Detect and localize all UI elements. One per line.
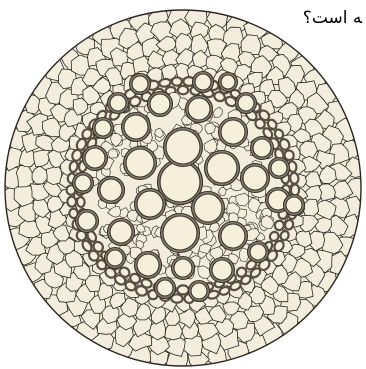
xylem-vessel-lumen (253, 139, 271, 157)
xylem-vessel-lumen (174, 259, 192, 277)
endodermis-cell (177, 285, 189, 294)
xylem-vessel-lumen (271, 160, 287, 176)
xylem-vessel-lumen (221, 224, 245, 248)
endodermis-cell (178, 86, 188, 94)
xylem-vessel-lumen (238, 95, 254, 111)
xylem-vessel-lumen (78, 212, 96, 230)
xylem-vessel-lumen (137, 191, 163, 217)
xylem-vessel-lumen (95, 120, 111, 136)
xylem-vessel-lumen (126, 149, 154, 177)
xylem-vessel-lumen (150, 94, 170, 114)
xylem-vessel-lumen (250, 244, 266, 260)
endodermis-cell (76, 197, 85, 208)
xylem-vessel-lumen (75, 175, 91, 191)
xylem-vessel-lumen (85, 148, 105, 168)
xylem-vessel-lumen (100, 179, 122, 201)
endodermis-cell (67, 196, 77, 207)
xylem-vessel-lumen (132, 76, 148, 92)
question-caption: ﻪ است؟ (299, 8, 362, 28)
xylem-vessel-lumen (221, 120, 245, 144)
xylem-vessel-lumen (110, 221, 132, 243)
xylem-vessel-lumen (188, 98, 210, 120)
xylem-vessel-lumen (163, 216, 197, 250)
xylem-vessel-lumen (207, 153, 237, 183)
xylem-vessel-lumen (194, 194, 222, 222)
cortex-cell (300, 141, 318, 158)
xylem-vessel-lumen (137, 254, 159, 276)
xylem-vessel-lumen (212, 260, 232, 280)
xylem-vessel-lumen (166, 130, 200, 164)
endodermis-cell (159, 78, 171, 87)
xylem-vessel-lumen (221, 75, 235, 89)
xylem-vessel-lumen (110, 95, 126, 111)
endodermis-cell (172, 77, 182, 86)
endodermis-cell (290, 172, 299, 184)
xylem-vessel-lumen (160, 162, 200, 202)
xylem-vessel-lumen (195, 74, 211, 90)
xylem-vessel-lumen (107, 250, 123, 266)
xylem-vessel-lumen (191, 283, 207, 299)
endodermis-cell (291, 185, 299, 196)
xylem-vessel-lumen (243, 166, 267, 190)
xylem-vessel-lumen (286, 197, 302, 213)
xylem-vessel-lumen (157, 280, 173, 296)
xylem-vessel-lumen (124, 115, 148, 139)
